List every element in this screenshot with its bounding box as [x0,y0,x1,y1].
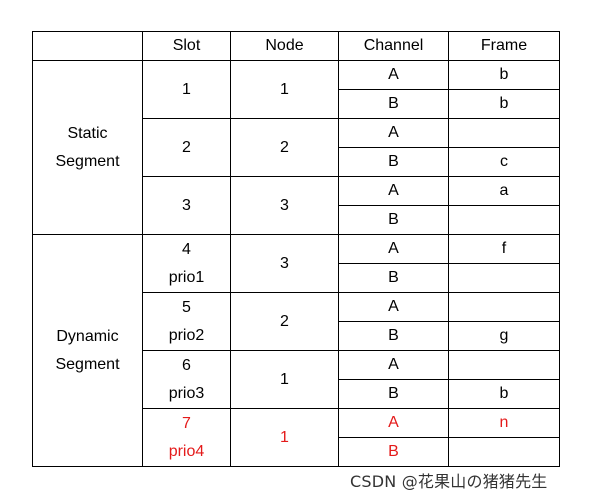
frame-cell: b [448,379,560,409]
node-cell: 1 [230,408,339,467]
channel-cell: A [338,350,449,380]
header-frame: Frame [448,31,560,61]
table-row: Dynamic Segment 4 prio1 3 A f [32,234,560,467]
channel-cell: B [338,205,449,235]
channel-cell: B [338,437,449,467]
frame-cell: g [448,321,560,351]
segment-label-line: Segment [55,355,120,373]
channel-cell: A [338,118,449,148]
table-row-highlighted: B [33,437,560,467]
header-channel: Channel [338,31,449,61]
slot-number: 7 [182,414,191,432]
frame-cell: n [448,408,560,438]
slot-cell: 2 [142,118,231,177]
table-row: B [33,205,560,235]
segment-label-line: Static [67,124,108,142]
slot-cell: 3 [142,176,231,235]
table-row: 2 2 A [33,118,560,177]
table-row: Static Segment 1 1 A b [32,60,560,235]
schedule-table: Slot Node Channel Frame Static Segment 1… [32,31,560,467]
slot-cell: 4 prio1 [142,234,231,293]
node-cell: 3 [230,234,339,293]
slot-number: 2 [182,138,191,156]
frame-cell [448,205,560,235]
dynamic-segment-label: Dynamic Segment [32,234,143,467]
frame-cell: a [448,176,560,206]
watermark: CSDN @花果山の猪猪先生 [350,472,548,491]
channel-cell: A [338,292,449,322]
header-corner [32,31,143,61]
segment-label-line: Dynamic [56,327,119,345]
table-row: B g [33,321,560,351]
channel-cell: A [338,176,449,206]
table-row: B b [33,379,560,409]
frame-cell [448,118,560,148]
frame-cell: b [448,60,560,90]
slot-number: 3 [182,196,191,214]
node-cell: 2 [230,292,339,351]
slot-priority: prio4 [168,442,205,460]
channel-cell: A [338,408,449,438]
node-cell: 3 [230,176,339,235]
frame-cell: c [448,147,560,177]
frame-cell: f [448,234,560,264]
frame-cell: b [448,89,560,119]
slot-number: 6 [182,356,191,374]
slot-cell: 1 [142,60,231,119]
segment-label-line: Segment [55,152,120,170]
frame-cell [448,292,560,322]
channel-cell: B [338,263,449,293]
header-slot: Slot [142,31,231,61]
slot-priority: prio3 [168,384,205,402]
node-cell: 1 [230,60,339,119]
slot-cell: 5 prio2 [142,292,231,351]
header-row: Slot Node Channel Frame [32,31,560,61]
header-node: Node [230,31,339,61]
channel-cell: B [338,321,449,351]
channel-cell: B [338,89,449,119]
slot-cell: 6 prio3 [142,350,231,409]
channel-cell: B [338,379,449,409]
frame-cell [448,437,560,467]
slot-cell: 7 prio4 [142,408,231,467]
channel-cell: A [338,234,449,264]
channel-cell: B [338,147,449,177]
slot-number: 1 [182,80,191,98]
node-cell: 1 [230,350,339,409]
slot-number: 4 [182,240,191,258]
table-row: B c [33,147,560,177]
table-row-highlighted: 7 prio4 1 A n [33,408,560,467]
frame-cell [448,263,560,293]
static-segment-label: Static Segment [32,60,143,235]
frame-cell [448,350,560,380]
node-cell: 2 [230,118,339,177]
channel-cell: A [338,60,449,90]
slot-priority: prio2 [168,326,205,344]
slot-priority: prio1 [168,268,205,286]
slot-number: 5 [182,298,191,316]
